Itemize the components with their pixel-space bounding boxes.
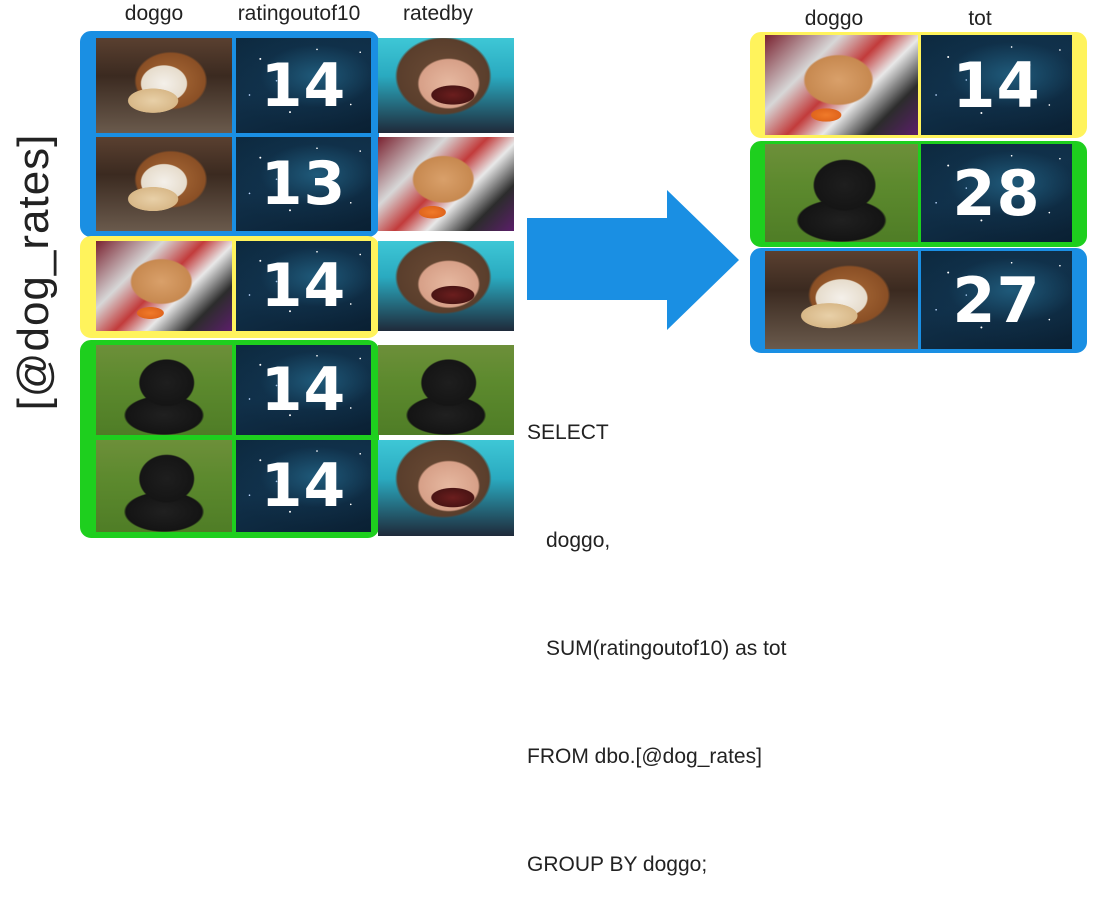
result-tot-value: 27: [921, 251, 1072, 349]
result-tot-value: 14: [921, 35, 1072, 135]
rating-value: 14: [236, 345, 371, 435]
sql-line-from: FROM dbo.[@dog_rates]: [527, 745, 762, 768]
sql-line-sum: SUM(ratingoutof10) as tot: [546, 637, 787, 660]
rating-value: 14: [236, 440, 371, 532]
result-header-tot: tot: [968, 7, 992, 30]
ratedby-photo-goldie: [378, 137, 514, 231]
doggo-photo-goldie: [96, 241, 232, 331]
col-header-ratingoutof10: ratingoutof10: [237, 2, 361, 25]
sql-query: SELECT doggo, SUM(ratingoutof10) as tot …: [527, 343, 786, 919]
sql-line-groupby: GROUP BY doggo;: [527, 853, 708, 876]
ratedby-photo-woman: [378, 241, 514, 331]
rating-value: 14: [236, 38, 371, 133]
rating-value: 13: [236, 137, 371, 231]
transform-arrow-icon: [527, 190, 739, 330]
result-doggo-photo-black-dog: [765, 144, 918, 242]
col-header-doggo: doggo: [124, 2, 184, 25]
sql-line-select: SELECT: [527, 421, 609, 444]
doggo-photo-corgi: [96, 38, 232, 133]
doggo-photo-black-dog: [96, 345, 232, 435]
result-header-doggo: doggo: [804, 7, 864, 30]
ratedby-photo-woman: [378, 440, 514, 536]
doggo-photo-black-dog: [96, 440, 232, 532]
col-header-ratedby: ratedby: [402, 2, 474, 25]
doggo-photo-corgi: [96, 137, 232, 231]
rating-value: 14: [236, 241, 371, 331]
sql-line-column: doggo,: [546, 529, 611, 552]
result-tot-value: 28: [921, 144, 1072, 242]
table-name-label: [@dog_rates]: [9, 133, 58, 411]
ratedby-photo-woman: [378, 38, 514, 133]
result-doggo-photo-corgi: [765, 251, 918, 349]
ratedby-photo-black-dog: [378, 345, 514, 435]
result-doggo-photo-goldie: [765, 35, 918, 135]
